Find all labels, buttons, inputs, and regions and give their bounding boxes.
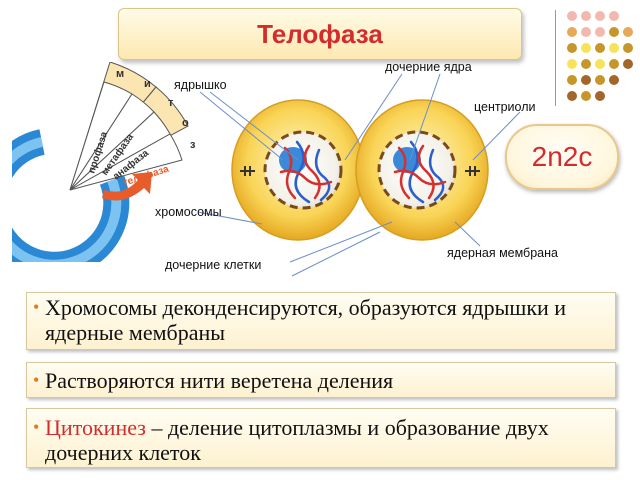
- bullet-box-1: • Хромосомы деконденсируются, образуются…: [26, 292, 616, 350]
- ploidy-formula-badge: 2n2c: [505, 124, 619, 190]
- title-box: Телофаза: [118, 8, 522, 60]
- decorative-dot-grid: [567, 11, 633, 101]
- bullet-text-3: – деление цитоплазмы и образование двух …: [45, 415, 549, 465]
- label-chromosomes: хромосомы: [155, 205, 222, 219]
- label-daughter-cells: дочерние клетки: [165, 258, 262, 272]
- fan-letter-3: т: [168, 97, 174, 109]
- left-centriole: [240, 166, 255, 176]
- bullet-box-3: • Цитокинез – деление цитоплазмы и образ…: [26, 408, 616, 468]
- bullet-text-1: Хромосомы деконденсируются, образуются я…: [45, 295, 567, 345]
- mitosis-cycle-fan: м и т о з профаза метафаза анафаза телоф…: [12, 62, 196, 262]
- bullet-text-2: Растворяются нити веретена деления: [45, 368, 394, 393]
- bullet-marker: •: [33, 417, 40, 437]
- page-title: Телофаза: [257, 18, 383, 49]
- label-daughter-nuclei: дочерние ядра: [385, 60, 472, 74]
- right-chromosomes: [393, 140, 447, 204]
- right-nucleolus: [393, 147, 421, 173]
- label-nucleolus: ядрышко: [174, 78, 227, 92]
- bullet-marker: •: [33, 297, 40, 317]
- bullet-marker: •: [33, 370, 40, 390]
- fan-letter-2: и: [144, 78, 151, 90]
- cycle-arrow-icon: [102, 172, 152, 201]
- left-chromosomes: [279, 140, 333, 204]
- right-centriole: [465, 166, 480, 176]
- ploidy-formula: 2n2c: [531, 141, 593, 172]
- cytokinesis-term: Цитокинез: [45, 415, 146, 440]
- label-centrioles: центриоли: [474, 100, 536, 114]
- bullet-box-2: • Растворяются нити веретена деления: [26, 362, 616, 398]
- left-nucleolus: [279, 147, 307, 173]
- fan-letter-1: м: [116, 68, 124, 80]
- label-nuclear-membrane: ядерная мембрана: [447, 246, 558, 260]
- fan-letter-5: з: [190, 139, 196, 151]
- fan-letter-4: о: [182, 117, 189, 129]
- vertical-divider: [555, 10, 556, 106]
